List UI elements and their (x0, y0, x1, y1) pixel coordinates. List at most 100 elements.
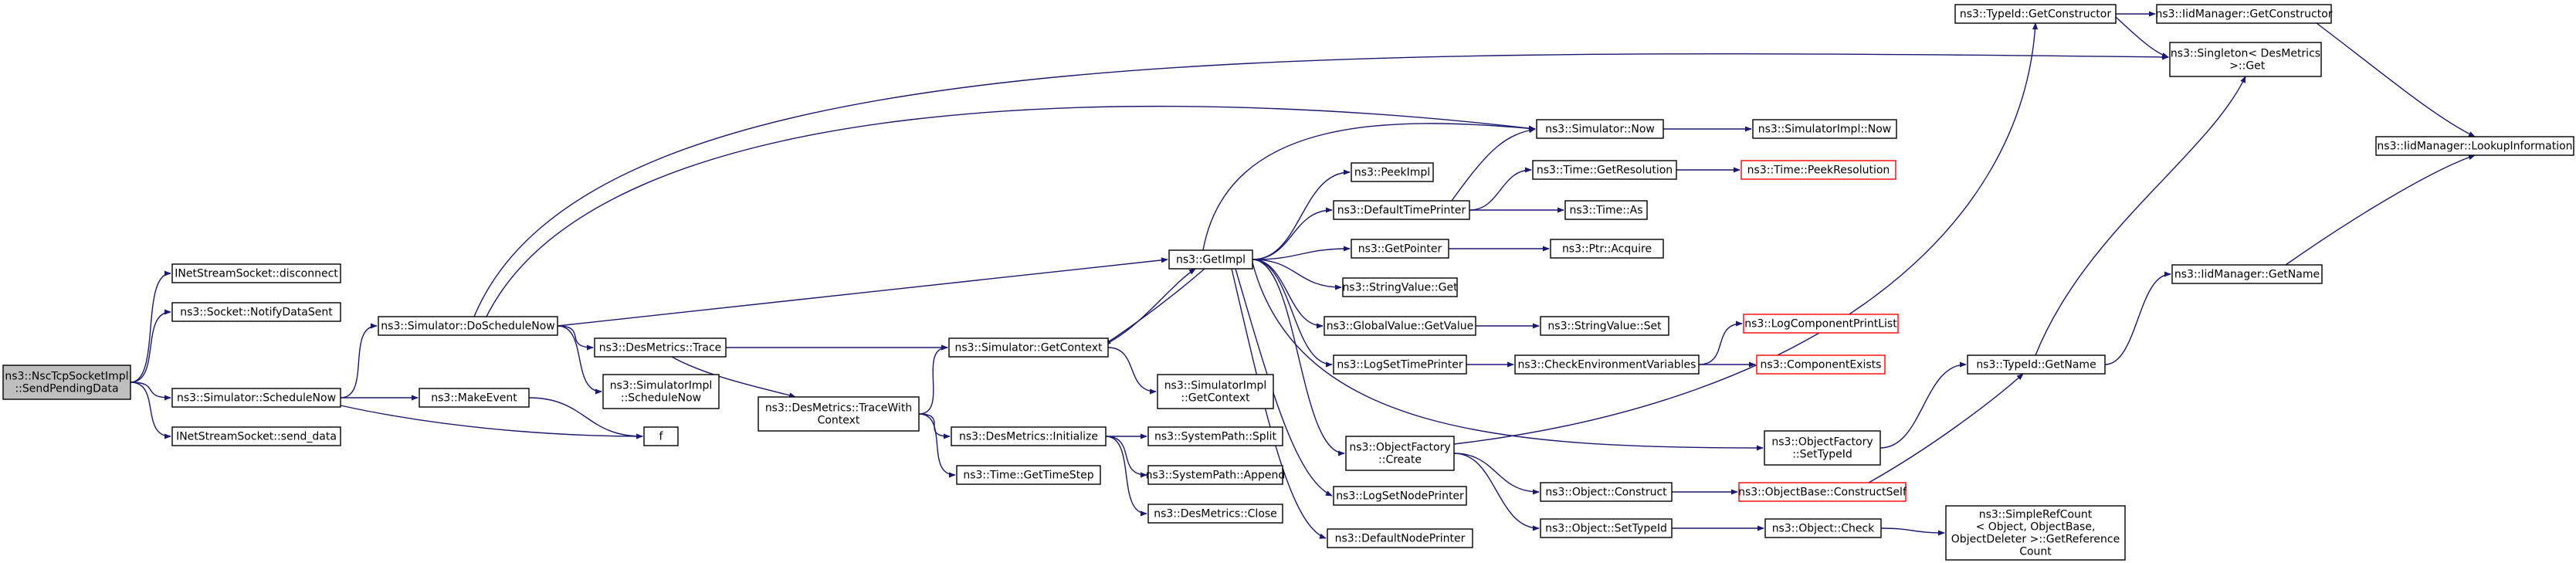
node-check-env-vars[interactable]: ns3::CheckEnvironmentVariables (1514, 354, 1700, 375)
node-global-value-get-value[interactable]: ns3::GlobalValue::GetValue (1324, 316, 1476, 336)
node-box[interactable] (419, 388, 530, 408)
node-box[interactable] (171, 263, 341, 283)
node-obj-check[interactable]: ns3::Object::Check (1764, 518, 1882, 538)
node-box[interactable] (1351, 239, 1449, 259)
node-box[interactable] (1540, 482, 1673, 502)
node-append[interactable]: ns3::SystemPath::Append (1146, 465, 1286, 485)
node-type-id-get-name[interactable]: ns3::TypeId::GetName (1967, 354, 2106, 375)
node-box[interactable] (956, 465, 1101, 485)
node-box[interactable] (2171, 264, 2323, 284)
node-ptr-acquire[interactable]: ns3::Ptr::Acquire (1550, 239, 1664, 259)
node-box[interactable] (602, 374, 720, 409)
node-box[interactable] (171, 426, 341, 446)
node-box[interactable] (1333, 354, 1467, 375)
node-send-data[interactable]: INetStreamSocket::send_data (171, 426, 341, 446)
node-iid-get-name[interactable]: ns3::IidManager::GetName (2171, 264, 2323, 284)
node-box[interactable] (1564, 200, 1648, 220)
node-box[interactable] (1147, 465, 1283, 485)
node-notify-sent[interactable]: ns3::Socket::NotifyDataSent (171, 302, 341, 322)
node-box[interactable] (1756, 354, 1886, 375)
node-box[interactable] (1764, 518, 1882, 538)
node-log-set-node-printer[interactable]: ns3::LogSetNodePrinter (1333, 486, 1467, 506)
node-box[interactable] (1342, 277, 1458, 297)
node-get-pointer[interactable]: ns3::GetPointer (1351, 239, 1449, 259)
node-box[interactable] (594, 337, 727, 358)
node-log-set-time-printer[interactable]: ns3::LogSetTimePrinter (1333, 354, 1467, 375)
node-iid-lookup[interactable]: ns3::IidManager::LookupInformation (2375, 136, 2574, 156)
node-box[interactable] (1738, 482, 1907, 502)
node-box[interactable] (1147, 426, 1283, 446)
node-default-time-printer[interactable]: ns3::DefaultTimePrinter (1333, 200, 1470, 220)
node-send-pending[interactable]: ns3::NscTcpSocketImpl::SendPendingData (2, 365, 131, 400)
node-box[interactable] (1540, 316, 1669, 336)
node-des-trace[interactable]: ns3::DesMetrics::Trace (594, 337, 727, 358)
node-construct-self[interactable]: ns3::ObjectBase::ConstructSelf (1738, 482, 1907, 502)
node-f[interactable]: f (643, 426, 679, 446)
node-iid-get-constructor[interactable]: ns3::IidManager::GetConstructor (2155, 4, 2333, 24)
node-box[interactable] (2156, 4, 2332, 24)
node-des-initialize[interactable]: ns3::DesMetrics::Initialize (951, 426, 1107, 446)
node-get-time-step[interactable]: ns3::Time::GetTimeStep (956, 465, 1101, 485)
node-box[interactable] (1168, 249, 1253, 270)
node-box[interactable] (1945, 505, 2126, 561)
node-default-node-printer[interactable]: ns3::DefaultNodePrinter (1327, 528, 1473, 548)
node-box[interactable] (1351, 162, 1434, 182)
node-box[interactable] (378, 316, 558, 336)
node-string-value-set[interactable]: ns3::StringValue::Set (1540, 316, 1669, 336)
node-sim-impl-now[interactable]: ns3::SimulatorImpl::Now (1752, 119, 1897, 139)
node-box[interactable] (1345, 436, 1455, 471)
node-box[interactable] (758, 396, 920, 432)
node-box[interactable] (1333, 200, 1470, 220)
node-box[interactable] (1514, 354, 1700, 375)
node-des-close[interactable]: ns3::DesMetrics::Close (1147, 504, 1283, 524)
node-box[interactable] (951, 426, 1107, 446)
node-get-impl[interactable]: ns3::GetImpl (1168, 249, 1253, 270)
node-box[interactable] (948, 337, 1109, 358)
node-split[interactable]: ns3::SystemPath::Split (1147, 426, 1283, 446)
node-box[interactable] (2, 365, 131, 400)
node-box[interactable] (1333, 486, 1467, 506)
node-obj-set-type-id[interactable]: ns3::Object::SetTypeId (1540, 518, 1673, 538)
node-schedule-now[interactable]: ns3::Simulator::ScheduleNow (171, 388, 341, 408)
node-type-id-get-constructor[interactable]: ns3::TypeId::GetConstructor (1954, 4, 2117, 24)
node-box[interactable] (1536, 119, 1664, 139)
node-simulator-now[interactable]: ns3::Simulator::Now (1536, 119, 1664, 139)
node-box[interactable] (2169, 42, 2322, 77)
node-component-exists[interactable]: ns3::ComponentExists (1756, 354, 1886, 375)
node-simple-ref-count[interactable]: ns3::SimpleRefCount< Object, ObjectBase,… (1945, 505, 2126, 561)
node-log-component-print-list[interactable]: ns3::LogComponentPrintList (1743, 314, 1899, 334)
node-box[interactable] (171, 388, 341, 408)
node-box[interactable] (171, 302, 341, 322)
node-peek-resolution[interactable]: ns3::Time::PeekResolution (1740, 160, 1896, 180)
node-get-resolution[interactable]: ns3::Time::GetResolution (1532, 160, 1677, 180)
node-box[interactable] (1740, 160, 1896, 180)
node-box[interactable] (1743, 314, 1899, 334)
node-time-as[interactable]: ns3::Time::As (1564, 200, 1648, 220)
node-box[interactable] (2375, 136, 2574, 156)
node-peek-impl[interactable]: ns3::PeekImpl (1351, 162, 1434, 182)
node-obj-factory-set-type-id[interactable]: ns3::ObjectFactory::SetTypeId (1764, 430, 1881, 466)
node-box[interactable] (1157, 374, 1274, 409)
node-singleton-get[interactable]: ns3::Singleton< DesMetrics >::Get (2169, 42, 2322, 77)
node-box[interactable] (1764, 430, 1881, 466)
node-sim-impl-schedule-now[interactable]: ns3::SimulatorImpl::ScheduleNow (602, 374, 720, 409)
node-box[interactable] (1954, 4, 2117, 24)
node-disconnect[interactable]: INetStreamSocket::disconnect (171, 263, 341, 283)
node-box[interactable] (1324, 316, 1476, 336)
node-get-context[interactable]: ns3::Simulator::GetContext (948, 337, 1109, 358)
node-obj-construct[interactable]: ns3::Object::Construct (1540, 482, 1673, 502)
node-obj-factory-create[interactable]: ns3::ObjectFactory::Create (1345, 436, 1455, 471)
node-box[interactable] (1967, 354, 2106, 375)
node-box[interactable] (643, 426, 679, 446)
node-box[interactable] (1540, 518, 1673, 538)
node-box[interactable] (1752, 119, 1897, 139)
node-do-schedule-now[interactable]: ns3::Simulator::DoScheduleNow (378, 316, 558, 336)
node-sim-impl-get-context[interactable]: ns3::SimulatorImpl::GetContext (1157, 374, 1274, 409)
node-box[interactable] (1532, 160, 1677, 180)
node-box[interactable] (1550, 239, 1664, 259)
node-box[interactable] (1327, 528, 1473, 548)
node-make-event[interactable]: ns3::MakeEvent (419, 388, 530, 408)
node-box[interactable] (1147, 504, 1283, 524)
node-string-value-get[interactable]: ns3::StringValue::Get (1342, 277, 1458, 297)
